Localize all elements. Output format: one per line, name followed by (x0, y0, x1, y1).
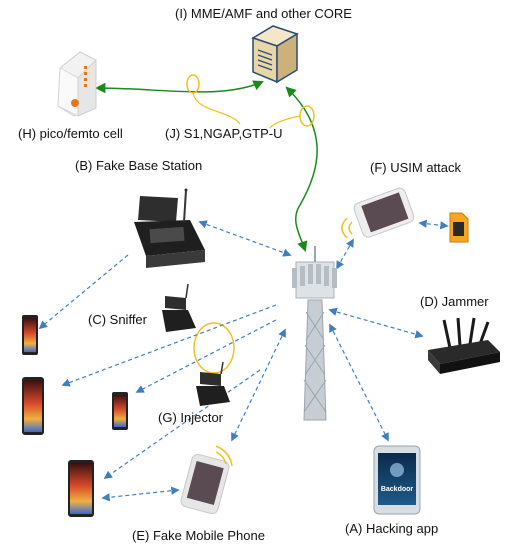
multi-antenna-jammer-icon (428, 317, 500, 374)
usim-phone-to-sim-link (418, 219, 449, 230)
tower-to-phone3-link (135, 319, 277, 393)
tower-to-phone4-link (103, 369, 261, 479)
injector-case-icon (196, 361, 230, 406)
usim-to-tower-link (336, 238, 354, 270)
hacking-app-label: (A) Hacking app (345, 521, 438, 536)
smartphone-icon (22, 377, 44, 435)
fake-bs-case-icon (134, 188, 205, 268)
hacking-app-brand: Backdoor (381, 486, 414, 493)
jammer-to-tower-link (328, 307, 424, 339)
hacking-app-phone-icon: Backdoor (373, 445, 421, 515)
tower-to-phone2-link (61, 304, 277, 387)
interface-markers (186, 74, 315, 374)
usim-label: (F) USIM attack (370, 160, 462, 175)
interfaces-label: (J) S1,NGAP,GTP-U (165, 126, 283, 141)
ngap-interface-ellipse (299, 105, 315, 127)
interface-callout-right (269, 115, 301, 129)
fake-bs-label: (B) Fake Base Station (75, 158, 202, 173)
tower-to-hackingapp-link (329, 323, 389, 442)
smartphone-icon (112, 392, 128, 430)
jammer-label: (D) Jammer (420, 294, 489, 309)
core-label: (I) MME/AMF and other CORE (175, 6, 352, 21)
sniffer-case-icon (162, 283, 196, 332)
sniffer-label: (C) Sniffer (88, 312, 148, 327)
sniffer-injector-ellipse (193, 322, 235, 374)
fakebs-to-phone1-link (38, 254, 129, 330)
fake-phone-icon (180, 445, 233, 515)
server-rack-icon (251, 25, 299, 84)
sim-card-icon (449, 212, 469, 243)
radio-links (38, 219, 449, 502)
smartphone-icon (22, 315, 38, 355)
injector-label: (G) Injector (158, 410, 224, 425)
backhaul-links (94, 80, 318, 252)
core-to-tower-link (285, 86, 318, 252)
tower-to-fakephone-link (231, 328, 286, 442)
smartphone-icon (68, 460, 94, 517)
fakebs-to-tower-link (198, 220, 292, 257)
core-to-pico-link (94, 80, 264, 94)
s1-interface-ellipse (186, 74, 200, 94)
pico-label: (H) pico/femto cell (18, 126, 123, 141)
fake-phone-label: (E) Fake Mobile Phone (132, 528, 265, 543)
interface-callout-left (192, 91, 241, 125)
cell-tower-icon (292, 246, 337, 421)
usim-phone-icon (341, 187, 415, 239)
fakephone-to-phone4-link (101, 486, 180, 502)
small-cell-icon (57, 51, 97, 117)
